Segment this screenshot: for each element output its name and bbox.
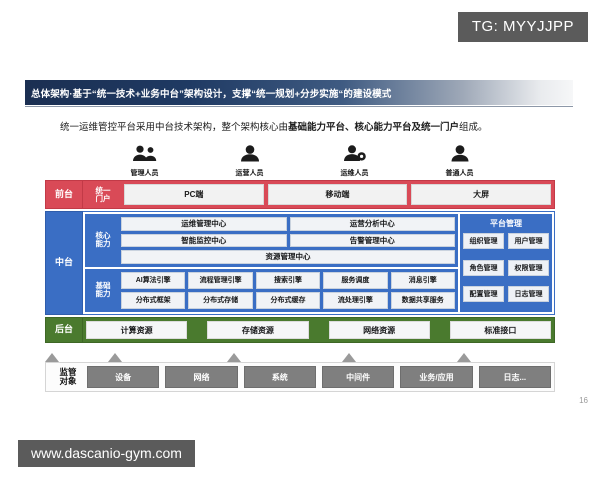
base-capability-tag: 基础能力 bbox=[88, 272, 118, 309]
middle-main-column: 核心能力 运维管理中心 运营分析中心 智能监控中心 告警管理中心 bbox=[85, 214, 458, 312]
front-item-mobile[interactable]: 移动端 bbox=[267, 184, 408, 205]
platform-management-title: 平台管理 bbox=[490, 219, 522, 228]
mgmt-cell-log[interactable]: 日志管理 bbox=[508, 286, 549, 303]
back-stage-label: 后台 bbox=[45, 317, 83, 343]
object-item-middleware[interactable]: 中间件 bbox=[321, 366, 395, 388]
connector-arrow-icon bbox=[227, 353, 241, 362]
subtitle-emphasis: 基础能力平台、核心能力平台及统一门户 bbox=[288, 122, 460, 133]
object-item-network[interactable]: 网络 bbox=[165, 366, 238, 388]
base-cell-process-engine[interactable]: 流程管理引擎 bbox=[188, 271, 253, 289]
base-cell-ai-engine[interactable]: AI算法引擎 bbox=[121, 271, 186, 289]
front-stage-body: 统一门户 PC端 移动端 大屏 bbox=[83, 180, 555, 209]
front-stage-label: 前台 bbox=[45, 180, 83, 209]
user-gear-icon bbox=[343, 145, 367, 166]
role-item: 运维人员 bbox=[302, 140, 407, 178]
platform-management-grid: 组织管理 用户管理 角色管理 权限管理 配置管理 日志管理 bbox=[463, 233, 549, 309]
mgmt-cell-permission[interactable]: 权限管理 bbox=[508, 259, 549, 276]
title-divider bbox=[25, 106, 573, 107]
supervised-objects-row: 监管对象 设备 网络 系统 中间件 业务/应用 日志... bbox=[45, 362, 555, 392]
role-item: 运营人员 bbox=[197, 140, 302, 178]
page-title: 总体架构·基于“统一技术+业务中台”架构设计，支撑“统一规划+分步实施“的建设模… bbox=[31, 88, 392, 100]
back-stage-body: 计算资源 存储资源 网络资源 标准接口 bbox=[83, 317, 555, 343]
core-cell-smart-monitor[interactable]: 智能监控中心 bbox=[121, 233, 287, 248]
core-capability-label: 核心能力 bbox=[95, 231, 111, 249]
slide-title-banner: 总体架构·基于“统一技术+业务中台”架构设计，支撑“统一规划+分步实施“的建设模… bbox=[25, 80, 573, 105]
core-capability-tag: 核心能力 bbox=[88, 217, 118, 264]
watermark-overlay: www.dascanio-gym.com bbox=[18, 440, 195, 467]
back-stage-band: 后台 计算资源 存储资源 网络资源 标准接口 bbox=[45, 317, 555, 343]
unified-portal-tag: 统一门户 bbox=[86, 184, 120, 205]
back-item-network[interactable]: 网络资源 bbox=[328, 321, 430, 339]
core-cell-resource-mgmt[interactable]: 资源管理中心 bbox=[121, 250, 455, 264]
mgmt-cell-config[interactable]: 配置管理 bbox=[463, 286, 504, 303]
base-cell-service-scheduling[interactable]: 服务调度 bbox=[323, 271, 388, 289]
slide-subtitle: 统一运维管控平台采用中台技术架构，整个架构核心由基础能力平台、核心能力平台及统一… bbox=[60, 119, 488, 133]
base-capability-grid: AI算法引擎 流程管理引擎 搜索引擎 服务调度 消息引擎 分布式框架 分布式存储… bbox=[121, 271, 455, 309]
base-cell-distributed-storage[interactable]: 分布式存储 bbox=[188, 291, 253, 309]
base-cell-distributed-cache[interactable]: 分布式缓存 bbox=[255, 291, 321, 309]
back-item-compute[interactable]: 计算资源 bbox=[86, 321, 188, 339]
architecture-diagram: 前台 统一门户 PC端 移动端 大屏 中台 核心能力 运维管理中心 bbox=[45, 180, 555, 343]
back-item-storage[interactable]: 存储资源 bbox=[207, 321, 309, 339]
base-cell-distributed-framework[interactable]: 分布式框架 bbox=[121, 291, 186, 309]
core-capability-row: 智能监控中心 告警管理中心 bbox=[121, 233, 455, 248]
core-capability-row: 运维管理中心 运营分析中心 bbox=[121, 217, 455, 231]
role-item: 普通人员 bbox=[407, 140, 512, 178]
subtitle-suffix: 组成。 bbox=[459, 122, 488, 133]
object-item-log[interactable]: 日志... bbox=[478, 366, 551, 388]
base-capability-section: 基础能力 AI算法引擎 流程管理引擎 搜索引擎 服务调度 消息引擎 分布式框架 … bbox=[85, 268, 458, 312]
object-item-system[interactable]: 系统 bbox=[243, 366, 316, 388]
page-number: 16 bbox=[579, 396, 588, 405]
core-cell-ops-mgmt[interactable]: 运维管理中心 bbox=[121, 217, 287, 231]
unified-portal-label: 统一门户 bbox=[95, 185, 111, 203]
middle-stage-label: 中台 bbox=[45, 211, 83, 315]
middle-stage-body: 核心能力 运维管理中心 运营分析中心 智能监控中心 告警管理中心 bbox=[83, 211, 555, 315]
role-label: 运营人员 bbox=[235, 170, 264, 177]
role-label: 管理人员 bbox=[130, 170, 159, 177]
base-cell-search-engine[interactable]: 搜索引擎 bbox=[255, 271, 321, 289]
mgmt-cell-org[interactable]: 组织管理 bbox=[463, 233, 504, 249]
role-item: 管理人员 bbox=[92, 140, 197, 178]
user-icon bbox=[449, 145, 471, 166]
connector-arrow-icon bbox=[108, 353, 122, 362]
role-label: 普通人员 bbox=[445, 170, 474, 177]
middle-stage-band: 中台 核心能力 运维管理中心 运营分析中心 智能监控中心 告警管理中心 bbox=[45, 211, 555, 315]
base-capability-label: 基础能力 bbox=[95, 281, 111, 299]
mgmt-cell-user[interactable]: 用户管理 bbox=[508, 233, 549, 249]
object-item-business-app[interactable]: 业务/应用 bbox=[400, 366, 473, 388]
base-cell-stream-engine[interactable]: 流处理引擎 bbox=[323, 291, 388, 309]
core-capability-section: 核心能力 运维管理中心 运营分析中心 智能监控中心 告警管理中心 bbox=[85, 214, 458, 267]
core-capability-grid: 运维管理中心 运营分析中心 智能监控中心 告警管理中心 资源管理中心 bbox=[121, 217, 455, 264]
front-stage-band: 前台 统一门户 PC端 移动端 大屏 bbox=[45, 180, 555, 209]
user-tie-icon bbox=[239, 145, 261, 166]
core-cell-alarm-mgmt[interactable]: 告警管理中心 bbox=[289, 233, 455, 248]
platform-management-panel: 平台管理 组织管理 用户管理 角色管理 权限管理 配置管理 日志管理 bbox=[460, 214, 552, 312]
core-cell-operation-analysis[interactable]: 运营分析中心 bbox=[289, 217, 455, 231]
object-item-device[interactable]: 设备 bbox=[87, 366, 160, 388]
front-item-bigscreen[interactable]: 大屏 bbox=[411, 184, 552, 205]
front-item-pc[interactable]: PC端 bbox=[124, 184, 264, 205]
connector-arrows bbox=[45, 352, 555, 362]
core-capability-row: 资源管理中心 bbox=[121, 250, 455, 264]
role-row: 管理人员 运营人员 运维人员 bbox=[92, 140, 512, 178]
supervised-objects-label: 监管对象 bbox=[59, 367, 77, 386]
base-cell-data-sharing[interactable]: 数据共享服务 bbox=[390, 291, 455, 309]
connector-arrow-icon bbox=[457, 353, 471, 362]
base-cell-message-engine[interactable]: 消息引擎 bbox=[390, 271, 455, 289]
supervised-objects-list: 设备 网络 系统 中间件 业务/应用 日志... bbox=[87, 366, 551, 388]
users-group-icon bbox=[132, 145, 158, 166]
connector-arrow-icon bbox=[45, 353, 59, 362]
role-label: 运维人员 bbox=[340, 170, 369, 177]
mgmt-cell-role[interactable]: 角色管理 bbox=[463, 259, 504, 276]
tg-tag-overlay: TG: MYYJJPP bbox=[457, 12, 588, 42]
subtitle-prefix: 统一运维管控平台采用中台技术架构，整个架构核心由 bbox=[60, 122, 289, 133]
back-item-standard-api[interactable]: 标准接口 bbox=[449, 321, 551, 339]
connector-arrow-icon bbox=[342, 353, 356, 362]
